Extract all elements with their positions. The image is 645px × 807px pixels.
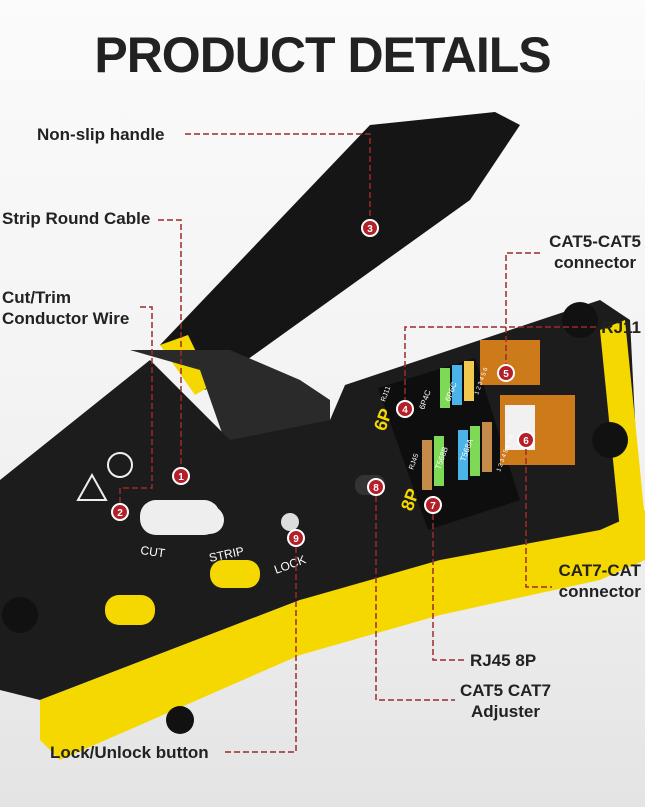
marker-5: 5: [497, 364, 515, 382]
label-line: connector: [553, 253, 637, 272]
marker-8: 8: [367, 478, 385, 496]
warning-icon: [76, 472, 108, 501]
svg-text:6: 6: [523, 436, 529, 447]
button-yellow: [105, 595, 155, 625]
label-line: CAT5 CAT7: [460, 681, 551, 700]
svg-text:4: 4: [402, 405, 408, 416]
marker-9: 9: [287, 529, 305, 547]
wire-color-chart: [422, 361, 492, 490]
no-live-wire-icon: [107, 452, 133, 478]
label-line: CAT5-CAT5: [549, 232, 641, 251]
label-cut-trim: Cut/Trim Conductor Wire: [2, 287, 129, 329]
page-title: PRODUCT DETAILS: [94, 27, 551, 83]
marker-1: 1: [172, 467, 190, 485]
svg-text:5: 5: [503, 369, 509, 380]
marker-7: 7: [424, 496, 442, 514]
marker-4: 4: [396, 400, 414, 418]
callout-markers: 1 2 3 4 5 6 7 8 9: [111, 219, 535, 547]
label-cat5-connector: CAT5-CAT5 connector: [549, 231, 641, 273]
non-slip-handle: [160, 112, 520, 390]
marker-2: 2: [111, 503, 129, 521]
label-strip-round-cable: Strip Round Cable: [2, 209, 151, 228]
svg-text:2: 2: [117, 508, 123, 519]
marker-6: 6: [517, 431, 535, 449]
svg-text:7: 7: [430, 501, 436, 512]
label-non-slip-handle: Non-slip handle: [37, 125, 165, 144]
label-line: CAT7-CAT: [558, 561, 641, 580]
svg-text:3: 3: [367, 224, 373, 235]
svg-text:9: 9: [293, 534, 299, 545]
svg-text:8: 8: [373, 483, 379, 494]
yellow-grip: [40, 510, 645, 760]
label-lock-unlock-button: Lock/Unlock button: [50, 743, 209, 762]
label-line: Conductor Wire: [2, 309, 130, 328]
strip-button: [210, 560, 260, 588]
marker-3: 3: [361, 219, 379, 237]
cut-marking: CUT: [140, 543, 167, 560]
label-line: Adjuster: [471, 702, 540, 721]
svg-text:1: 1: [178, 472, 184, 483]
label-rj45-8p: RJ45 8P: [470, 651, 537, 670]
lock-button: [281, 513, 299, 531]
connector-panel: [378, 358, 520, 530]
label-rj11: RJ11: [601, 318, 641, 337]
label-cat7-connector: CAT7-CAT connector: [559, 560, 641, 602]
label-line: Cut/Trim: [2, 288, 71, 307]
label-cat5-cat7-adjuster: CAT5 CAT7 Adjuster: [460, 680, 551, 722]
label-line: connector: [558, 582, 641, 601]
callout-lines: [119, 133, 596, 753]
